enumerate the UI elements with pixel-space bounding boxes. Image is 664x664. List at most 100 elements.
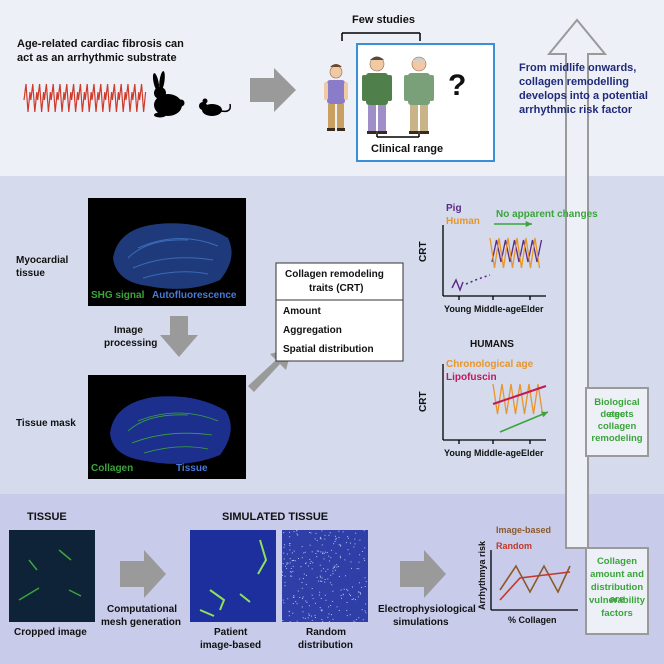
random-dot (358, 568, 360, 570)
random-dot (283, 532, 285, 534)
random-dot (324, 551, 326, 553)
random-dot (284, 575, 286, 577)
random-dot (282, 571, 283, 573)
legend-human: Human (446, 216, 480, 227)
random-dot (364, 577, 366, 579)
random-dot (338, 566, 340, 567)
random-dot (357, 596, 359, 598)
random-dot (316, 556, 318, 558)
random-dot (302, 611, 304, 613)
random-dot (338, 610, 340, 611)
random-dot (347, 549, 349, 551)
random-dot (287, 598, 289, 600)
no-change-arrow-head (525, 220, 532, 228)
legend-pig: Pig (446, 203, 462, 214)
random-dot (293, 550, 295, 552)
random-dot (282, 574, 283, 576)
question-mark: ? (448, 69, 467, 102)
random-dot (324, 534, 326, 536)
random-dot (334, 565, 336, 567)
random-dot (286, 562, 288, 564)
chart-risk-plot (499, 564, 571, 601)
random-dot (363, 557, 365, 559)
random-dot (301, 557, 303, 559)
random-dot (321, 610, 323, 612)
random-dot (328, 606, 330, 608)
simulated-header: SIMULATED TISSUE (222, 511, 329, 523)
random-dot (325, 599, 327, 601)
random-dot (311, 619, 313, 621)
myocardial-label-1: Myocardial (16, 255, 69, 266)
random-dot (360, 592, 361, 594)
random-dot (321, 580, 323, 582)
random-dot (358, 582, 360, 584)
random-dot (324, 594, 326, 596)
random-dot (336, 566, 338, 568)
random-dot (365, 603, 367, 605)
random-dot (293, 531, 295, 533)
random-dot (328, 555, 330, 557)
random-dot (307, 565, 309, 567)
random-dot (308, 614, 310, 616)
random-dot (302, 598, 303, 600)
random-dot (293, 559, 295, 561)
random-dot (283, 558, 285, 560)
person-icon (404, 56, 434, 134)
random-dot (284, 544, 286, 546)
ecg-trace (23, 83, 147, 113)
random-dot (316, 540, 318, 541)
arrow-down-icon (160, 316, 198, 357)
random-dot (299, 578, 301, 580)
random-dot (322, 553, 323, 555)
tissue-mask-label: Tissue mask (16, 418, 76, 429)
random-dot (340, 557, 341, 559)
tissue-mask-image (88, 375, 246, 479)
random-dot (351, 599, 353, 600)
random-dot (296, 530, 298, 532)
clinical-range-label: Clinical range (371, 143, 444, 155)
random-dot (346, 602, 348, 603)
random-dot (293, 596, 295, 598)
random-dot (321, 577, 323, 579)
random-dot (289, 536, 291, 538)
random-dot (305, 562, 307, 564)
random-dot (329, 560, 330, 562)
random-dot (358, 617, 360, 619)
random-dot (320, 609, 322, 611)
random-dot (290, 571, 292, 573)
random-dot (327, 616, 329, 618)
random-dot (345, 542, 347, 544)
chart-humans-xtick-young: Young (444, 448, 472, 458)
random-dot (339, 555, 341, 557)
patient-label-1: Patient (214, 627, 248, 638)
random-dot (328, 621, 330, 622)
myocardial-tissue-image (88, 198, 246, 306)
ep-label-1: Electrophysiological (378, 604, 476, 615)
random-dot (308, 613, 310, 615)
random-dot (310, 532, 312, 534)
random-dot (333, 567, 335, 568)
random-dot (315, 532, 317, 534)
random-dot (291, 552, 293, 554)
random-dot (347, 536, 349, 538)
arrow-right-icon (400, 550, 446, 598)
random-dot (361, 609, 363, 611)
few-studies-label: Few studies (352, 14, 415, 26)
random-dot (336, 606, 338, 608)
person-icon (324, 64, 348, 131)
vuln-line-5: factors (601, 608, 633, 619)
random-dot (334, 569, 336, 571)
random-dot (321, 609, 323, 611)
random-dot (307, 617, 309, 619)
human-line (489, 237, 541, 269)
random-dot (315, 602, 316, 604)
bio-age-line-2: detects (600, 409, 634, 420)
biological-age-arrow-head (541, 411, 548, 418)
random-dot (364, 547, 366, 549)
random-dot (309, 558, 311, 560)
random-dot (355, 532, 357, 534)
random-dot (333, 543, 335, 545)
random-dot (325, 570, 327, 572)
random-dot (347, 537, 349, 539)
